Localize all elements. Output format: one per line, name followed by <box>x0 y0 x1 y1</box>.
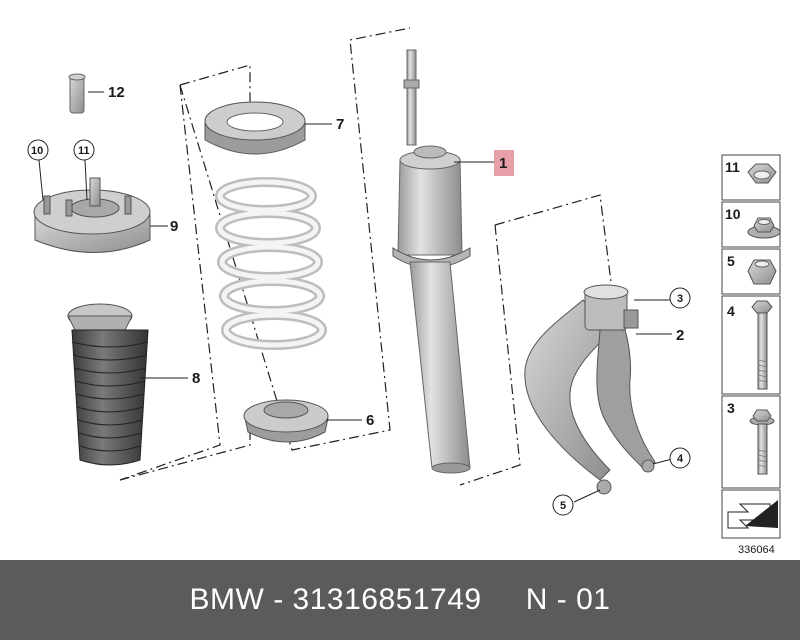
washer-nut-icon <box>747 217 781 239</box>
footer-position-code: N - 01 <box>525 583 611 616</box>
part-number-footer: BMW - 31316851749 N - 01 <box>0 560 800 640</box>
callout-8: 8 <box>192 370 200 387</box>
callout-7: 7 <box>336 116 344 133</box>
control-arm-part <box>524 284 656 495</box>
short-bolt-icon <box>749 409 775 475</box>
callout-10: 10 <box>31 145 43 157</box>
hex-nut-icon <box>747 259 777 285</box>
group-outline-arm <box>459 194 613 486</box>
callout-11: 11 <box>78 145 90 157</box>
callout-2: 2 <box>676 327 684 344</box>
group-outline-spring <box>119 27 411 481</box>
callout-9: 9 <box>170 218 178 235</box>
callout-4: 4 <box>677 453 684 465</box>
long-bolt-icon <box>751 300 773 390</box>
footer-brand: BMW <box>189 583 265 616</box>
footer-separator: - <box>264 583 293 616</box>
upper-spring-seat-part <box>204 101 306 155</box>
footer-gap <box>482 583 526 617</box>
side-parts-panel: 11 10 5 4 3 <box>721 154 781 539</box>
callout-1: 1 <box>499 155 507 172</box>
highlight-box <box>494 150 514 176</box>
exploded-parts-diagram: 12 10 11 9 8 7 6 1 3 2 4 5 11 10 5 <box>27 27 781 556</box>
callout-6: 6 <box>366 412 374 429</box>
callout-3: 3 <box>677 293 683 305</box>
side-label-4: 4 <box>727 303 735 319</box>
diagram-code: 336064 <box>738 544 775 556</box>
side-label-5: 5 <box>727 253 735 269</box>
footer-part-number: 31316851749 <box>292 583 482 616</box>
direction-arrow-icon <box>727 500 778 529</box>
top-mount-part <box>33 177 151 253</box>
side-label-10: 10 <box>725 206 741 222</box>
shock-absorber-part <box>392 49 471 474</box>
top-mount-cap-part <box>68 73 86 114</box>
callout-5: 5 <box>560 500 566 512</box>
lower-spring-seat-part <box>243 399 329 443</box>
dust-boot-part <box>67 303 149 466</box>
callout-12: 12 <box>108 84 125 101</box>
side-label-11: 11 <box>725 159 740 175</box>
side-label-3: 3 <box>727 400 735 416</box>
flange-nut-icon <box>747 163 777 184</box>
